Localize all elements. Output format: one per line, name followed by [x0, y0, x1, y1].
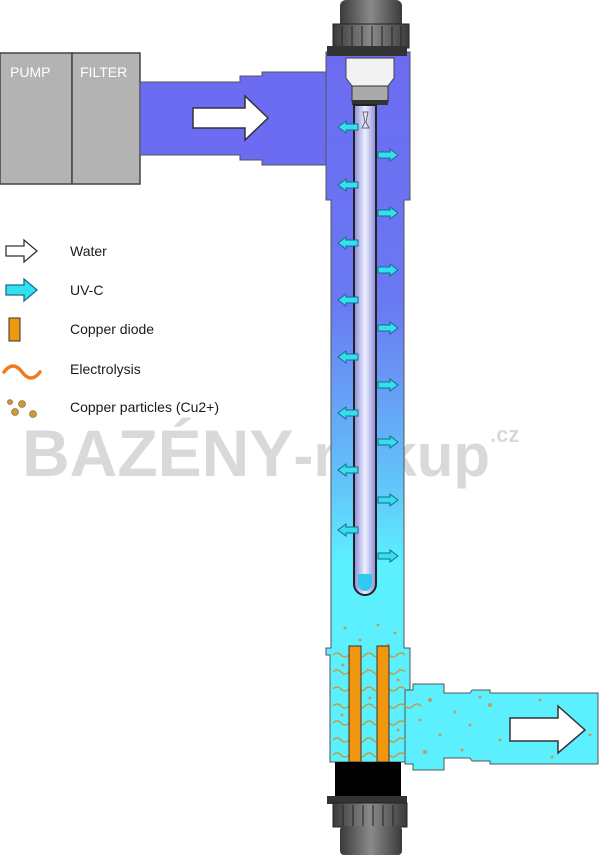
watermark: BAZÉNY-nákup.cz: [22, 416, 519, 490]
water-flow-arrow-icon: [192, 94, 270, 142]
cyan-arrow-icon: [5, 277, 39, 303]
legend-item-electrolysis: Electrolysis: [2, 361, 141, 380]
legend-label: Copper diode: [70, 321, 154, 337]
outlet-water-arrow-icon: [509, 704, 587, 755]
bottom-cap: [327, 762, 408, 855]
filter-box: FILTER: [71, 52, 141, 185]
white-arrow-icon: [5, 238, 39, 264]
legend-item-water: Water: [5, 238, 107, 264]
copper-particles: [340, 623, 592, 759]
orange-wave-icon: [2, 364, 42, 380]
pump-label: PUMP: [10, 64, 50, 80]
orange-bar-icon: [8, 317, 21, 342]
dots-icon: [7, 399, 37, 418]
legend-label: Electrolysis: [70, 361, 141, 377]
legend-label: UV-C: [70, 282, 103, 298]
legend: Water UV-C Copper diode Electrolysis Cop…: [2, 238, 219, 418]
legend-item-uvc: UV-C: [5, 277, 103, 303]
outlet-pipe: [404, 683, 599, 771]
top-cap: [327, 0, 410, 105]
legend-item-copper-particles: Copper particles (Cu2+): [7, 399, 219, 418]
pump-box: PUMP: [0, 52, 73, 185]
legend-item-copper-diode: Copper diode: [8, 317, 154, 342]
legend-label: Water: [70, 243, 107, 259]
copper-diode-2: [376, 645, 390, 763]
electrolysis-waves: [332, 652, 422, 758]
watermark-main: BAZÉNY: [22, 416, 293, 490]
watermark-tld: .cz: [490, 422, 519, 447]
filter-label: FILTER: [80, 64, 127, 80]
copper-diode-1: [348, 645, 362, 763]
legend-label: Copper particles (Cu2+): [70, 399, 219, 415]
uv-lamp: [353, 104, 377, 596]
